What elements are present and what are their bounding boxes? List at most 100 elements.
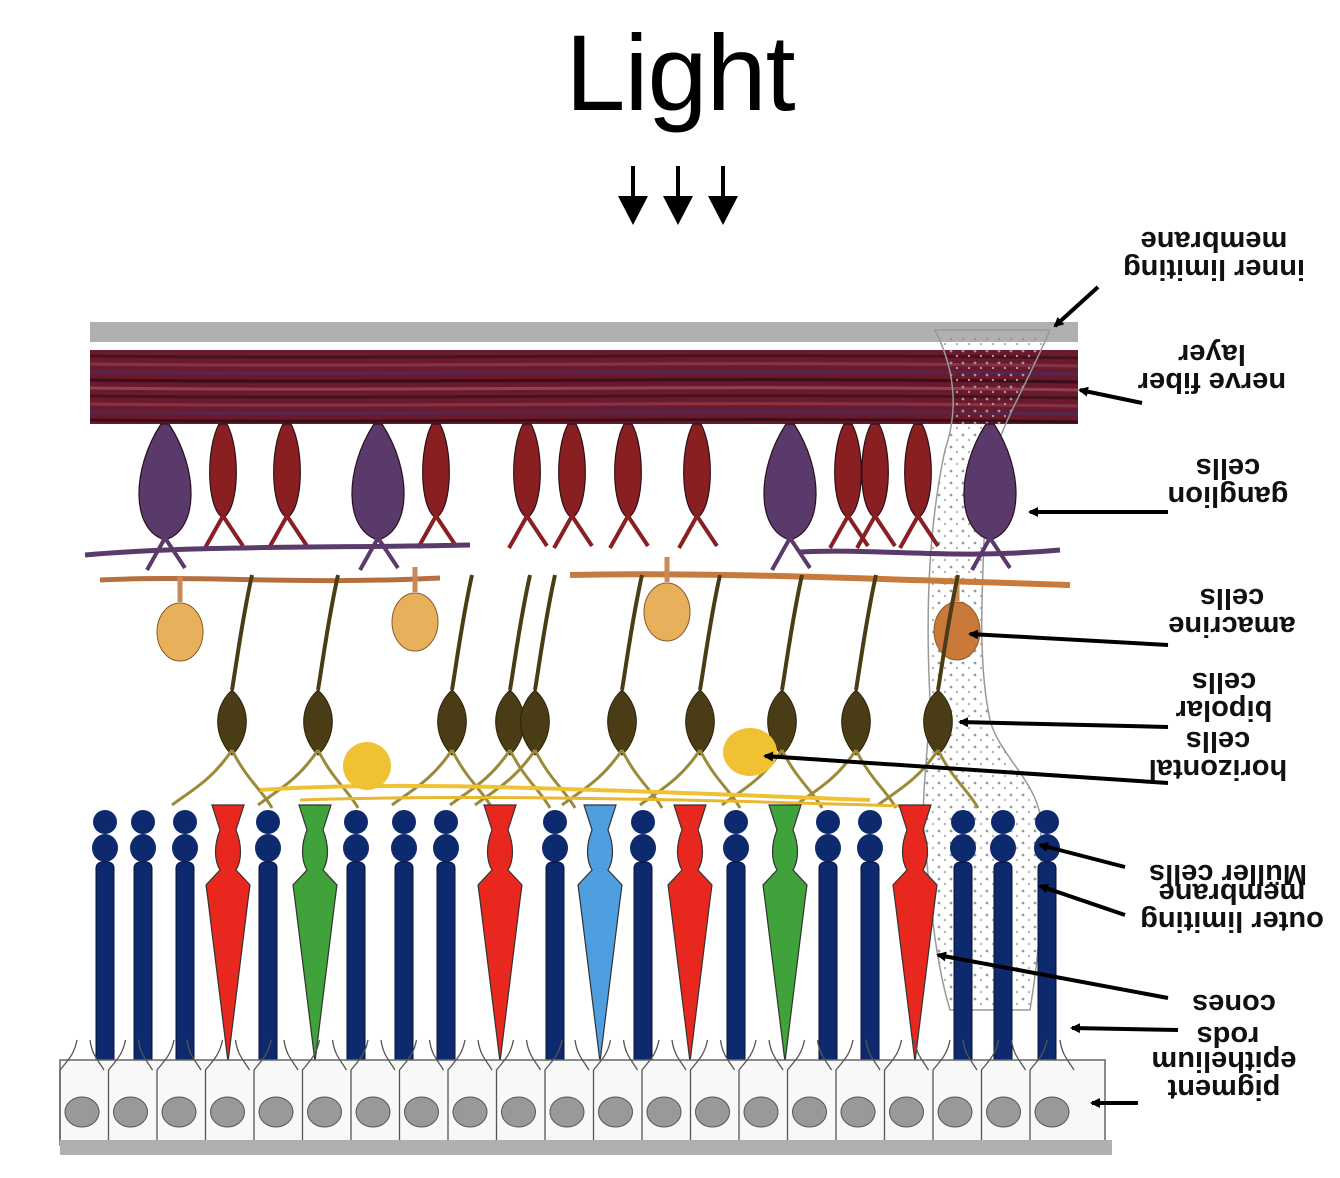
label-bipolar-cells: bipolar cells [1176,666,1273,726]
pigment-cell [107,1039,154,1140]
pigment-cell [786,1039,833,1140]
svg-text:cells: cells [1196,452,1261,484]
light-arrow-icon [663,166,693,225]
svg-text:cells: cells [1200,582,1265,614]
pigment-cell [738,1039,784,1140]
label-arrows [763,285,1179,1108]
ganglion-cell [608,423,650,549]
label-rods: rods [1197,1020,1260,1052]
ganglion-cell [898,423,940,549]
rod-cell [172,810,198,1068]
bipolar-cell [474,574,577,809]
ganglion-cell [267,423,309,549]
pigment-cell [932,1039,978,1140]
pigment-cell [301,1039,348,1140]
label-amacrine-cells: amacrine cells [1168,582,1295,642]
rod-cell [723,810,749,1068]
label-muller-cells: Müller cells [1149,858,1307,890]
horizontal-cell [723,728,777,776]
svg-text:membrane: membrane [1159,877,1306,909]
pigment-cell [156,1039,202,1140]
svg-text:cones: cones [1192,988,1276,1020]
bipolar-cell [257,574,360,809]
svg-text:nerve fiber: nerve fiber [1138,366,1286,398]
ganglion-cell [203,423,245,549]
pigment-cell [980,1039,1027,1140]
pigment-cell [253,1039,299,1140]
label-nerve-fiber-layer: nerve fiber layer [1138,338,1286,398]
blue-cone-cell [577,804,623,1063]
inner-plexiform-branches [84,542,1071,588]
svg-text:cells: cells [1192,666,1257,698]
ganglion-cell [828,423,870,549]
inner-limiting-membrane [90,322,1078,342]
pigment-cell [544,1039,590,1140]
label-horizontal-cells: horizontal cells [1149,725,1288,785]
svg-text:layer: layer [1178,338,1246,370]
pigment-cell [204,1039,251,1140]
bipolar-cell [877,574,980,809]
light-arrow-icon [708,166,738,225]
bipolar-cell [391,574,494,809]
rod-cell [343,810,369,1068]
photoreceptor-layer [92,804,1060,1068]
label-pigment-epithelium: pigment epithelium [1151,1045,1296,1105]
red-cone-cell [477,804,523,1063]
ganglion-cell [507,423,549,549]
light-arrow-icon [618,166,648,225]
bipolar-cell [171,574,274,809]
svg-text:ganglion: ganglion [1168,480,1289,512]
svg-text:epithelium: epithelium [1151,1045,1296,1077]
bipolar-cell [795,574,898,809]
svg-text:Müller cells: Müller cells [1149,858,1307,890]
bipolar-cell-layer [171,574,980,809]
rod-cell [990,810,1016,1068]
light-arrows [618,166,738,225]
pigment-cell [495,1039,542,1140]
svg-text:inner limiting: inner limiting [1123,253,1305,285]
nerve-fiber-layer [89,350,1079,424]
ganglion-cell [855,423,897,549]
bipolar-cell [449,574,552,809]
pigment-cell [398,1039,445,1140]
ganglion-cell [677,423,719,549]
amacrine-cell [156,577,204,662]
svg-text:pigment: pigment [1167,1073,1280,1105]
pigment-cell [447,1039,493,1140]
pigment-cell [835,1039,881,1140]
svg-text:membrane: membrane [1141,225,1288,257]
bipolar-cell [561,574,664,809]
pigment-epithelium [59,1039,1112,1155]
rod-cell [130,810,156,1068]
svg-text:horizontal: horizontal [1149,753,1288,785]
amacrine-cell [391,567,439,652]
ganglion-cell [351,423,405,571]
rod-cell [255,810,281,1068]
rod-cell [92,810,118,1068]
svg-text:bipolar: bipolar [1176,694,1273,726]
svg-text:outer limiting: outer limiting [1140,905,1324,937]
label-inner-limiting-membrane: inner limiting membrane [1123,225,1305,285]
rod-cell [857,810,883,1068]
amacrine-cell [643,557,691,642]
rod-cell [391,810,417,1068]
bipolar-cell [721,574,824,809]
pigment-cell [592,1039,639,1140]
pigment-cell [689,1039,736,1140]
ganglion-cell-layer [138,423,1017,571]
rod-cell [542,810,568,1068]
rod-cell [433,810,459,1068]
rod-cell [815,810,841,1068]
rod-cell [1034,810,1060,1068]
pigment-cell [883,1039,930,1140]
ganglion-cell [763,423,817,571]
amacrine-cell-layer [156,557,981,662]
pigment-cell [641,1039,687,1140]
svg-text:cells: cells [1186,725,1251,757]
rod-cell [950,810,976,1068]
svg-text:rods: rods [1197,1020,1260,1052]
pigment-cell [1029,1039,1075,1140]
red-cone-cell [205,804,251,1063]
